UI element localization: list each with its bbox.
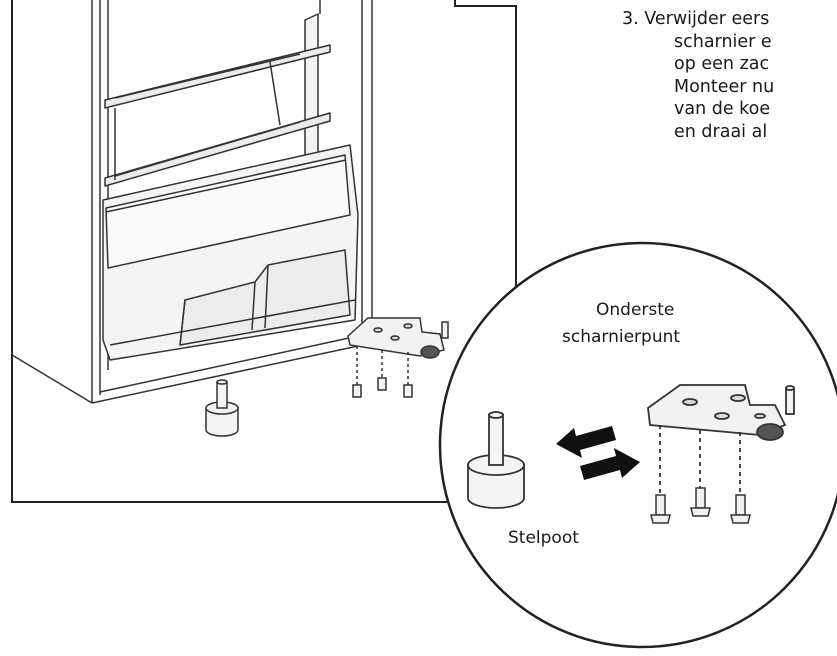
instruction-line: scharnier e: [674, 31, 772, 52]
leveling-foot-large: [467, 411, 525, 509]
instruction-line: 3. Verwijder eers: [622, 9, 770, 29]
instruction-line: van de koe: [674, 99, 771, 119]
instruction-line: Monteer nu: [674, 76, 775, 97]
fridge-panel: [11, 0, 517, 503]
hinge-label-line2: scharnierpunt: [562, 327, 681, 347]
arrow-right-icon: [580, 448, 640, 480]
swap-arrows: [556, 426, 640, 480]
screw-icon: [650, 494, 671, 524]
hinge-label-line1: Onderste: [596, 300, 675, 320]
screws: [650, 487, 751, 524]
foot-label: Stelpoot: [508, 528, 579, 548]
screw-icon: [730, 494, 751, 524]
hinge-small: [347, 317, 449, 398]
instruction-line: op een zac: [674, 54, 770, 74]
arrow-left-icon: [556, 426, 616, 458]
fridge-interior: [11, 0, 373, 404]
leveling-foot-small: [205, 379, 239, 437]
instruction-text: 3. Verwijder eers scharnier e op een zac…: [622, 8, 837, 143]
detail-circle: [438, 241, 837, 649]
hinge-large: [647, 384, 795, 495]
instruction-line: en draai al: [674, 121, 768, 142]
screw-icon: [690, 487, 711, 517]
